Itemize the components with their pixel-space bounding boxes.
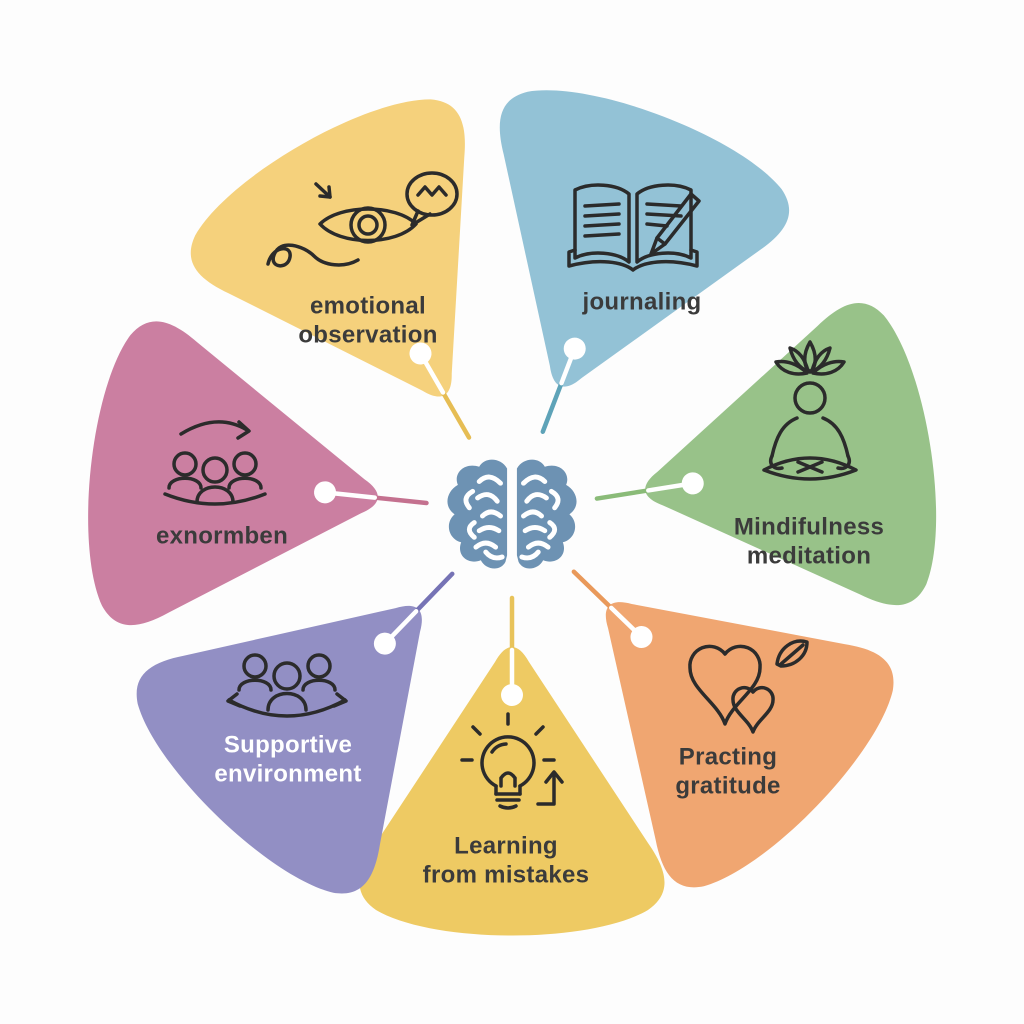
segment-mindfulness-meditation xyxy=(594,303,937,606)
label-line: emotional xyxy=(309,292,427,320)
segment-exnormben xyxy=(88,321,429,626)
label-line: Practing xyxy=(678,743,778,771)
people-cycle-arrow-icon xyxy=(163,420,267,506)
label-supportive-environment: Supportive environment xyxy=(214,731,361,790)
segment-supportive-environment xyxy=(136,571,455,894)
journal-book-pen-icon xyxy=(567,183,701,272)
label-line: Mindifulness xyxy=(733,513,885,541)
label-line: meditation xyxy=(746,543,872,570)
label-emotional-observation: emotional observation xyxy=(298,292,437,351)
label-learning-from-mistakes: Learning from mistakes xyxy=(423,832,590,891)
connector-dot xyxy=(501,684,523,706)
segment-emotional-observation xyxy=(190,99,472,440)
segment-practicing-gratitude xyxy=(571,569,894,888)
label-line: observation xyxy=(298,322,438,349)
connector-dot xyxy=(314,481,337,504)
label-mindfulness-meditation: Mindifulness meditation xyxy=(734,513,884,572)
label-line: Learning xyxy=(454,832,558,860)
people-double-arrow-icon xyxy=(226,653,348,718)
segment-learning-from-mistakes xyxy=(359,595,665,936)
label-line: exnormben xyxy=(155,522,289,550)
label-practicing-gratitude: Practing gratitude xyxy=(675,743,780,802)
connector-dot xyxy=(681,472,704,495)
meditation-lotus-icon xyxy=(762,340,858,481)
lightbulb-arrow-icon xyxy=(460,712,564,810)
label-line: gratitude xyxy=(675,773,781,800)
label-line: journaling xyxy=(582,288,702,316)
label-line: from mistakes xyxy=(422,862,590,889)
label-line: environment xyxy=(214,761,362,788)
label-line: Supportive xyxy=(223,731,353,759)
segment-journaling xyxy=(499,90,790,434)
label-journaling: journaling xyxy=(583,287,702,316)
label-exnormben: exnormben xyxy=(156,521,288,550)
connector-dot xyxy=(563,337,586,360)
connector-dot xyxy=(373,632,396,655)
eye-speech-bubble-icon xyxy=(266,171,459,268)
brain-icon xyxy=(447,460,577,569)
hearts-leaf-icon xyxy=(688,639,809,734)
connector-dot xyxy=(630,626,653,649)
connector-dot xyxy=(409,342,432,365)
